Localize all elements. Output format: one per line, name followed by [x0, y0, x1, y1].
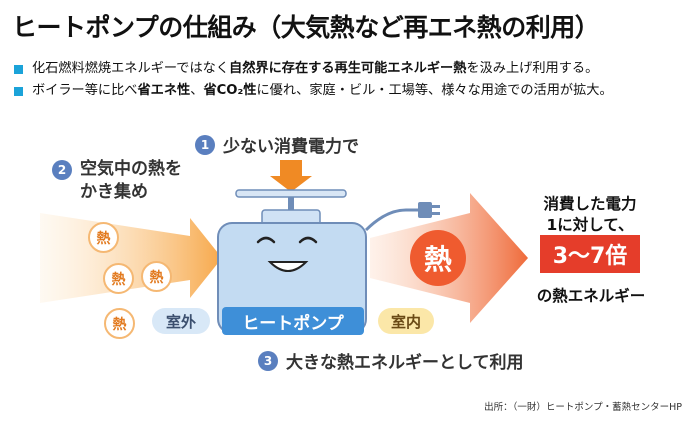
bullet-2-part-4: 省CO₂性: [203, 83, 257, 98]
power-cord: [364, 208, 420, 232]
eye-right: [298, 236, 318, 244]
mouth: [267, 261, 309, 272]
heat-ball-2: 熱: [103, 263, 134, 294]
outdoor-label: 室外: [152, 308, 210, 334]
eye-left: [256, 236, 276, 244]
step-2: 2 空気中の熱をかき集め: [52, 158, 182, 204]
heat-pump-diagram: 1 少ない消費電力で 2 空気中の熱をかき集め 熱 熱 熱 熱 室外 ヒートポン…: [0, 118, 700, 423]
heat-ball-4: 熱: [104, 308, 135, 339]
step-2-label: 空気中の熱をかき集め: [80, 158, 182, 204]
bullet-2-text: ボイラー等に比べ省エネ性、省CO₂性に優れ、家庭・ビル・工場等、様々な用途での活…: [32, 80, 613, 102]
source-note: 出所：（一財）ヒートポンプ・蓄熱センターHP: [484, 402, 682, 413]
step-1-number: 1: [195, 134, 215, 155]
heat-ball-3: 熱: [141, 261, 172, 292]
bullet-item-2: ボイラー等に比べ省エネ性、省CO₂性に優れ、家庭・ビル・工場等、様々な用途での活…: [14, 80, 613, 102]
diagram-graphics: [40, 160, 640, 334]
page-title: ヒートポンプの仕組み（大気熱など再エネ熱の利用）: [12, 13, 600, 42]
indoor-label: 室内: [378, 308, 434, 334]
step-1-label: 少ない消費電力で: [223, 137, 359, 157]
result-line-3: の熱エネルギー: [536, 287, 646, 305]
inflow-arrow: [40, 213, 222, 303]
result-box: [540, 235, 640, 273]
bullet-1-part-2: 自然界に存在する再生可能エネルギー熱: [229, 61, 467, 76]
machine-label: ヒートポンプ: [222, 307, 364, 335]
bullet-1-part-3: を汲み上げ利用する。: [466, 61, 599, 76]
power-arrow-head: [270, 176, 312, 192]
bullet-1-text: 化石燃料燃焼エネルギーではなく自然界に存在する再生可能エネルギー熱を汲み上げ利用…: [32, 58, 598, 80]
step-2-label-line-1: 空気中の熱を: [80, 159, 182, 179]
plug-pin-2: [432, 212, 440, 215]
result-line-2: 1に対して、: [546, 216, 634, 234]
bullet-2-part-3: 、: [190, 83, 204, 98]
bullet-square-icon: [14, 64, 23, 74]
bullet-square-icon: [14, 86, 23, 96]
big-heat-label: 熱: [423, 243, 452, 276]
big-heat-circle: [410, 230, 466, 286]
step-3-number: 3: [258, 350, 278, 371]
step-1: 1 少ない消費電力で: [195, 132, 359, 157]
step-2-label-line-2: かき集め: [80, 182, 148, 202]
step-3: 3 大きな熱エネルギーとして利用: [258, 348, 524, 373]
result-caption: 消費した電力 1に対して、: [520, 194, 660, 236]
bullet-list: 化石燃料燃焼エネルギーではなく自然界に存在する再生可能エネルギー熱を汲み上げ利用…: [14, 58, 613, 102]
bullet-2-part-1: ボイラー等に比べ: [32, 83, 138, 98]
bullet-2-part-2: 省エネ性: [137, 83, 191, 98]
plug-pin-1: [432, 205, 440, 208]
power-arrow-shaft: [280, 160, 302, 178]
bullet-2-part-5: に優れ、家庭・ビル・工場等、様々な用途での活用が拡大。: [256, 83, 613, 98]
step-3-label: 大きな熱エネルギーとして利用: [286, 353, 524, 373]
heat-ball-1: 熱: [88, 222, 119, 253]
result-line-1: 消費した電力: [543, 195, 637, 213]
bullet-1-part-1: 化石燃料燃焼エネルギーではなく: [32, 61, 230, 76]
fan-blade: [235, 189, 347, 198]
plug-body: [418, 202, 432, 218]
bullet-item-1: 化石燃料燃焼エネルギーではなく自然界に存在する再生可能エネルギー熱を汲み上げ利用…: [14, 58, 613, 80]
step-2-number: 2: [52, 160, 72, 180]
fan-pole: [288, 192, 294, 212]
result-value: 3〜7倍: [552, 244, 628, 269]
